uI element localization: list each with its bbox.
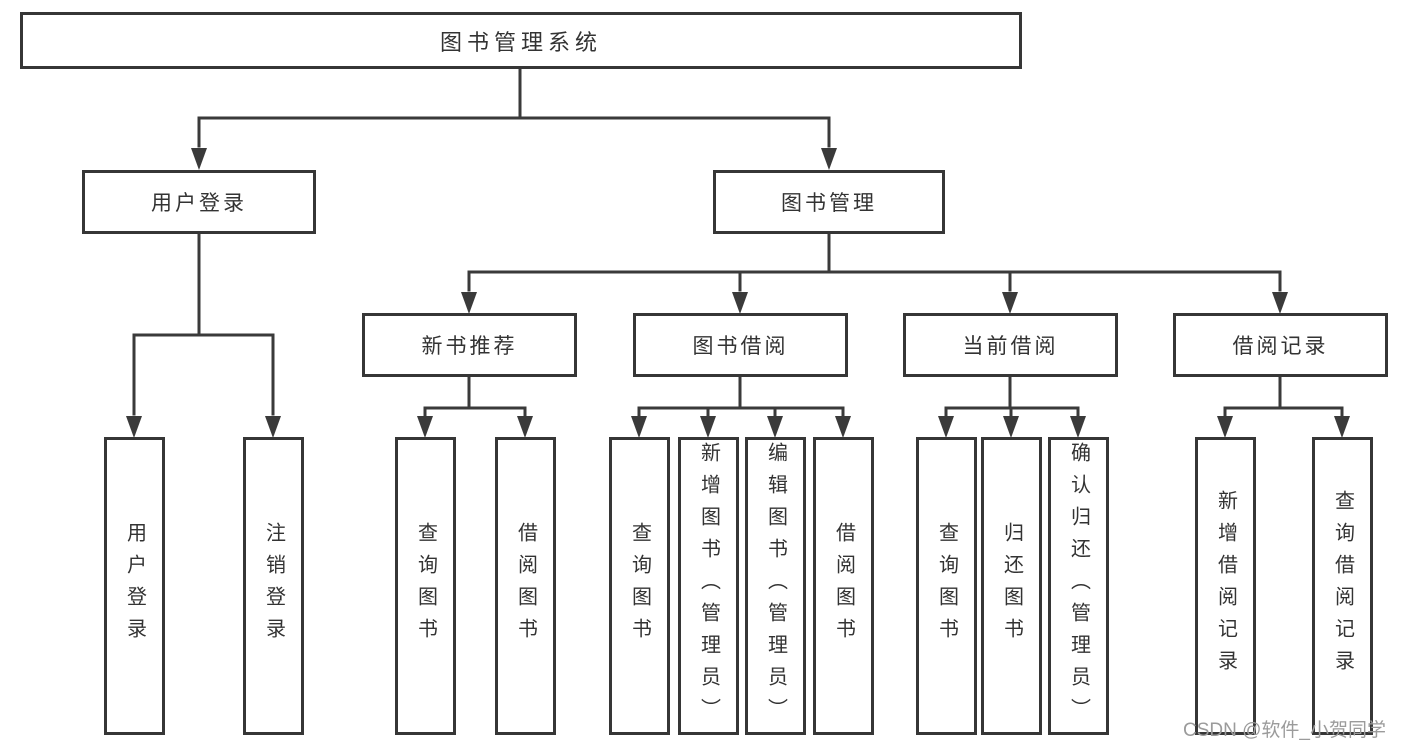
connector-user-login-to-children bbox=[132, 232, 275, 416]
arrow-down-icon bbox=[417, 416, 433, 438]
leaf-current-confirm-return-admin: 确认归还（管理员） bbox=[1048, 437, 1109, 735]
arrow-down-icon bbox=[1334, 416, 1350, 438]
leaf-newbook-query-books: 查询图书 bbox=[395, 437, 456, 735]
node-book-management: 图书管理 bbox=[713, 170, 945, 234]
leaf-label: 查询图书 bbox=[935, 522, 958, 650]
leaf-label: 新增图书（管理员） bbox=[697, 442, 720, 730]
leaf-label: 借阅图书 bbox=[832, 522, 855, 650]
leaf-label: 用户登录 bbox=[123, 522, 146, 650]
connector-book-management-to-level3 bbox=[467, 231, 1282, 292]
node-user-login: 用户登录 bbox=[82, 170, 316, 234]
arrow-down-icon bbox=[732, 292, 748, 314]
connector-new-book-to-children bbox=[423, 375, 527, 418]
arrow-down-icon bbox=[938, 416, 954, 438]
leaf-label: 注销登录 bbox=[262, 522, 285, 650]
arrow-down-icon bbox=[265, 416, 281, 438]
leaf-user-login: 用户登录 bbox=[104, 437, 165, 735]
leaf-borrow-add-books-admin: 新增图书（管理员） bbox=[678, 437, 739, 735]
node-current-borrowing: 当前借阅 bbox=[903, 313, 1118, 377]
leaf-label: 查询图书 bbox=[628, 522, 651, 650]
arrow-down-icon bbox=[1272, 292, 1288, 314]
connector-root-to-level2 bbox=[197, 66, 831, 148]
leaf-newbook-borrow-books: 借阅图书 bbox=[495, 437, 556, 735]
node-root-system: 图书管理系统 bbox=[20, 12, 1022, 69]
connector-book-borrow-to-children bbox=[637, 375, 845, 418]
arrow-down-icon bbox=[767, 416, 783, 438]
leaf-logout: 注销登录 bbox=[243, 437, 304, 735]
arrow-down-icon bbox=[517, 416, 533, 438]
leaf-borrow-borrow-books: 借阅图书 bbox=[813, 437, 874, 735]
connector-current-borrow-to-children bbox=[944, 375, 1080, 418]
leaf-borrow-edit-books-admin: 编辑图书（管理员） bbox=[745, 437, 806, 735]
arrow-down-icon bbox=[461, 292, 477, 314]
arrow-down-icon bbox=[1217, 416, 1233, 438]
node-book-borrowing: 图书借阅 bbox=[633, 313, 848, 377]
arrow-down-icon bbox=[1070, 416, 1086, 438]
leaf-current-query-books: 查询图书 bbox=[916, 437, 977, 735]
arrow-down-icon bbox=[821, 148, 837, 170]
leaf-label: 归还图书 bbox=[1000, 522, 1023, 650]
arrowheads bbox=[126, 148, 1350, 438]
leaf-label: 新增借阅记录 bbox=[1214, 490, 1237, 682]
leaf-records-add-record: 新增借阅记录 bbox=[1195, 437, 1256, 735]
leaf-label: 编辑图书（管理员） bbox=[764, 442, 787, 730]
arrow-down-icon bbox=[835, 416, 851, 438]
csdn-watermark: CSDN @软件_小贺同学 bbox=[1183, 720, 1386, 741]
connector-records-to-children bbox=[1223, 375, 1344, 418]
arrow-down-icon bbox=[191, 148, 207, 170]
node-new-book-recommendation: 新书推荐 bbox=[362, 313, 577, 377]
leaf-label: 查询借阅记录 bbox=[1331, 490, 1354, 682]
arrow-down-icon bbox=[1003, 416, 1019, 438]
leaf-label: 确认归还（管理员） bbox=[1067, 442, 1090, 730]
node-borrowing-records: 借阅记录 bbox=[1173, 313, 1388, 377]
leaf-borrow-query-books: 查询图书 bbox=[609, 437, 670, 735]
arrow-down-icon bbox=[126, 416, 142, 438]
arrow-down-icon bbox=[700, 416, 716, 438]
leaf-current-return-books: 归还图书 bbox=[981, 437, 1042, 735]
leaf-label: 查询图书 bbox=[414, 522, 437, 650]
leaf-records-query-record: 查询借阅记录 bbox=[1312, 437, 1373, 735]
leaf-label: 借阅图书 bbox=[514, 522, 537, 650]
arrow-down-icon bbox=[631, 416, 647, 438]
arrow-down-icon bbox=[1002, 292, 1018, 314]
